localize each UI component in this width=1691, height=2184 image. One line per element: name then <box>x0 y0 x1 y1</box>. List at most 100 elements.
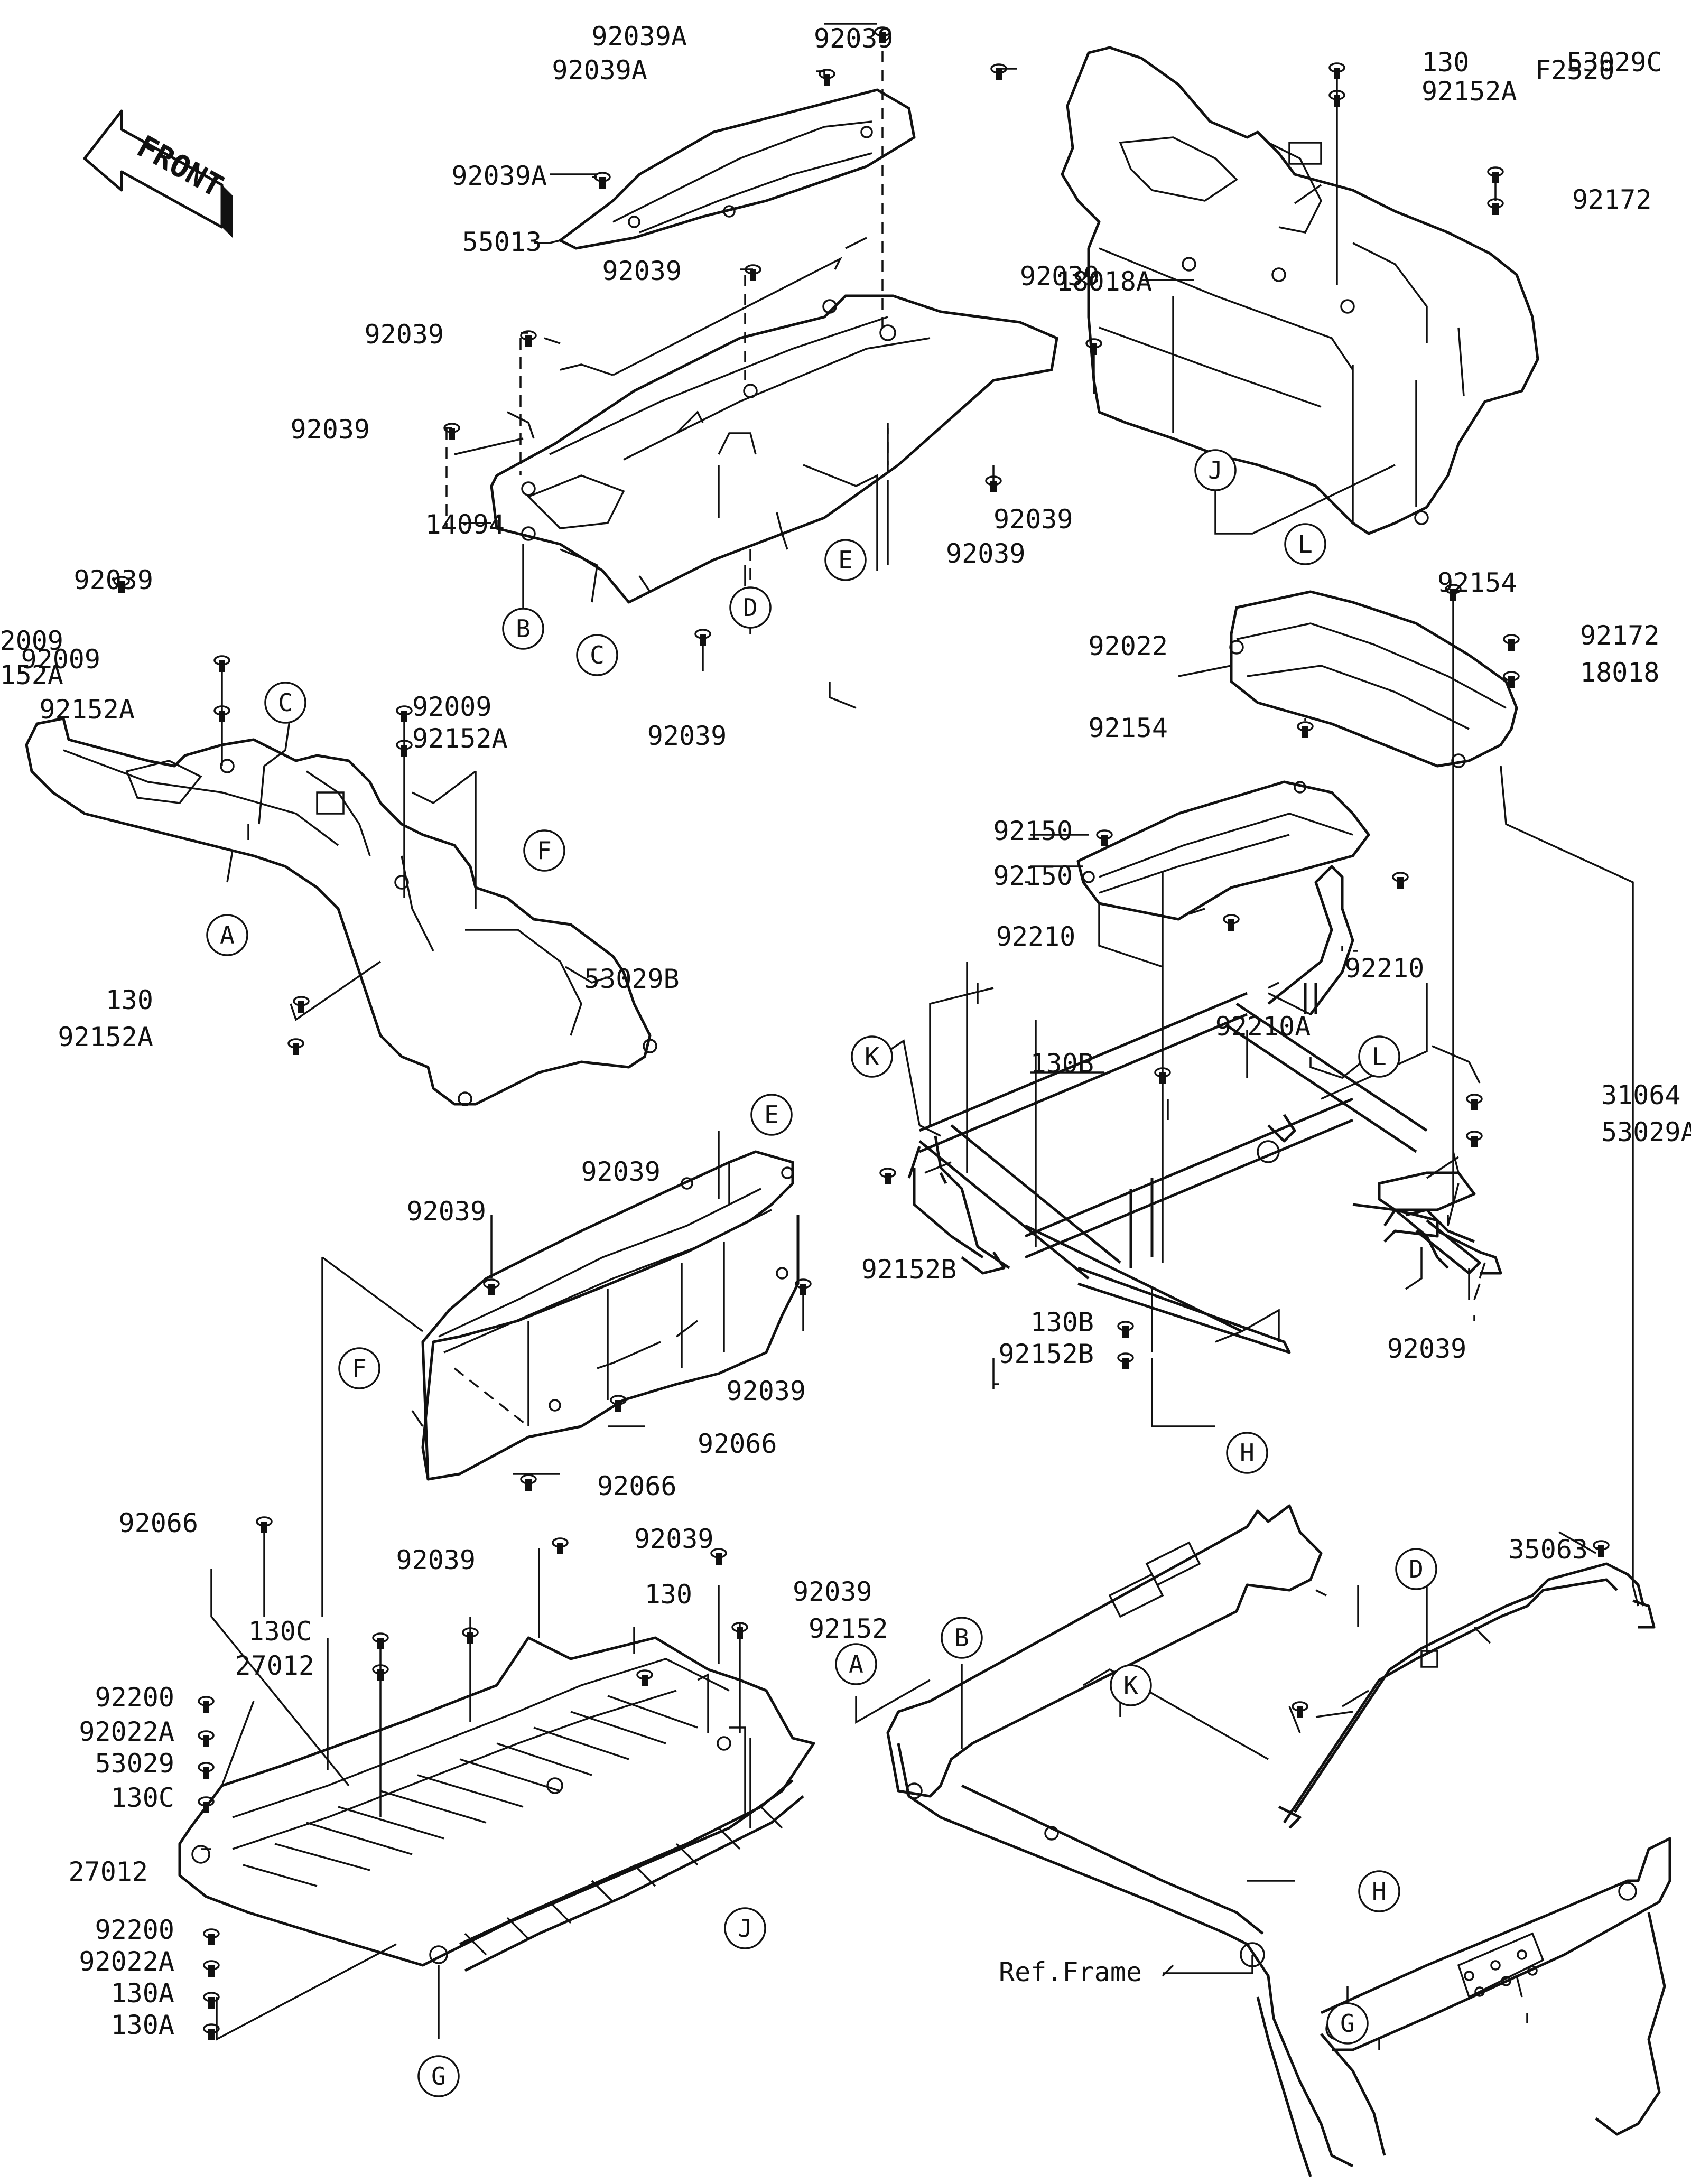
part-label-92152A: 92152A <box>1421 76 1517 107</box>
ref-marker-B: B <box>502 608 544 650</box>
fastener-icon <box>710 1548 727 1565</box>
skid-plate-18018A <box>1229 590 1518 768</box>
part-label-92172: 92172 <box>1572 184 1652 215</box>
ref-letter: H <box>1372 1877 1387 1906</box>
fastener-icon <box>1466 1131 1483 1147</box>
ref-marker-E: E <box>750 1094 793 1136</box>
fastener-icon <box>1392 872 1409 889</box>
ref-marker-A: A <box>206 914 248 956</box>
part-label-53029: 53029 <box>95 1748 174 1779</box>
ref-marker-B: B <box>941 1617 983 1659</box>
frame-ref-label: Ref.Frame <box>999 1957 1142 1987</box>
fastener-icon <box>287 1038 304 1055</box>
part-label-92039: 92039 <box>73 565 153 595</box>
ref-letter: A <box>220 921 235 949</box>
part-label-92200: 92200 <box>95 1682 174 1713</box>
fastener-icon <box>520 1474 537 1491</box>
ref-letter: K <box>865 1042 879 1071</box>
part-label-92039A: 92039A <box>552 55 647 86</box>
part-label-35063: 35063 <box>1508 1534 1588 1565</box>
ref-letter: L <box>1298 530 1313 558</box>
part-label-92039: 92039 <box>726 1376 806 1406</box>
ref-marker-J: J <box>1194 449 1237 491</box>
front-label: FRONT <box>131 128 229 204</box>
part-label-92039: 92039 <box>647 721 727 751</box>
fastener-icon <box>1593 1540 1610 1557</box>
fastener-icon <box>990 63 1007 80</box>
fasteners <box>113 26 1610 2040</box>
ref-letter: E <box>838 546 853 574</box>
part-label-92039: 92039 <box>814 23 894 54</box>
part-label-92172: 92172 <box>1580 620 1660 651</box>
ref-marker-F: F <box>523 829 565 872</box>
fastener-icon <box>819 69 835 86</box>
fastener-icon <box>198 1696 215 1713</box>
fastener-icon <box>1503 634 1520 651</box>
part-label-92039A: 92039A <box>591 21 687 52</box>
part-label-92039: 92039 <box>1387 1333 1467 1364</box>
ref-marker-C: C <box>576 634 618 676</box>
part-label-92154: 92154 <box>1437 567 1517 598</box>
ref-letter: J <box>738 1914 752 1943</box>
ref-marker-C: C <box>264 682 306 724</box>
fastener-icon <box>198 1796 215 1813</box>
part-label-92152B: 92152B <box>998 1339 1094 1369</box>
part-label-92022A: 92022A <box>79 1946 174 1977</box>
fastener-icon <box>1487 198 1504 215</box>
ref-letter: L <box>1372 1042 1387 1071</box>
ref-marker-F: F <box>338 1347 380 1389</box>
floor-tray-53029 <box>178 1636 815 1972</box>
ref-letter: E <box>764 1100 779 1129</box>
ref-letter: K <box>1123 1671 1138 1700</box>
fastener-icon <box>1096 829 1113 846</box>
part-label-92039: 92039 <box>396 1545 476 1575</box>
part-label-92039: 92039 <box>364 319 444 350</box>
part-label-92039: 92039 <box>634 1524 714 1554</box>
part-label-92154: 92154 <box>1088 713 1168 743</box>
part-label-130B: 130B <box>1030 1048 1094 1079</box>
part-label-130A: 130A <box>111 2010 174 2040</box>
part-label-92039: 92039 <box>581 1156 661 1187</box>
ref-marker-H: H <box>1358 1870 1400 1912</box>
cover-53029B <box>25 717 657 1106</box>
part-label-92210: 92210 <box>996 921 1076 952</box>
fastener-icon <box>293 996 310 1013</box>
part-label-130A: 130A <box>111 1978 174 2009</box>
fastener-icon <box>1292 1701 1308 1718</box>
ref-letter: C <box>278 688 293 717</box>
part-label-92150: 92150 <box>993 861 1073 891</box>
part-label-92152B: 92152B <box>861 1254 957 1285</box>
part-label-92039: 92039 <box>993 504 1073 535</box>
fastener-icon <box>372 1632 389 1649</box>
part-label-18018: 18018 <box>1580 657 1660 688</box>
ref-marker-D: D <box>729 586 772 629</box>
ref-marker-K: K <box>851 1035 893 1078</box>
part-label-18018A: 18018A <box>1056 266 1152 297</box>
fastener-icon <box>396 705 413 722</box>
ref-letter: D <box>1409 1555 1424 1583</box>
ref-marker-A: A <box>835 1643 877 1685</box>
part-label-130: 130 <box>1421 47 1469 78</box>
fastener-icon <box>594 172 611 189</box>
ref-letter: B <box>954 1623 969 1652</box>
ref-marker-L: L <box>1358 1035 1400 1078</box>
ref-letter: D <box>743 593 758 622</box>
part-label-92210A: 92210A <box>1215 1011 1311 1042</box>
ref-marker-L: L <box>1284 523 1326 565</box>
fastener-icon <box>203 1960 220 1977</box>
pipe-31064 <box>1383 1208 1481 1275</box>
part-label-92152: 92152 <box>809 1613 888 1644</box>
fastener-icon <box>198 1762 215 1779</box>
ref-letter: G <box>1340 2009 1355 2038</box>
part-label-31064: 31064 <box>1601 1080 1681 1110</box>
part-label-92039A: 92039A <box>451 161 547 191</box>
ref-letter: J <box>1208 456 1223 484</box>
skid-plate-18018 <box>1076 780 1370 921</box>
part-label-92152A: 92152A <box>58 1022 153 1052</box>
ref-letter: G <box>431 2062 446 2090</box>
part-label-92150: 92150 <box>993 816 1073 846</box>
part-label-92039: 92039 <box>602 256 682 286</box>
fastener-icon <box>610 1395 627 1412</box>
bar-35063 <box>1278 1562 1656 1829</box>
